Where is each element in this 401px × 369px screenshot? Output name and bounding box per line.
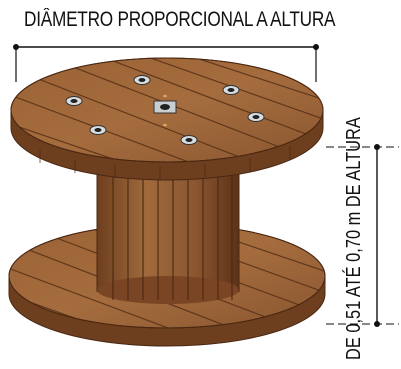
top-flange [10, 57, 324, 181]
height-dimension [326, 144, 399, 327]
height-label: DE 0,51 ATÉ 0,70 m DE ALTURA [343, 117, 365, 360]
diameter-dimension [13, 44, 319, 82]
diameter-label: DIÂMETRO PROPORCIONAL A ALTURA [24, 8, 336, 31]
bolt-icon [65, 75, 265, 145]
center-plate-icon [153, 94, 177, 127]
